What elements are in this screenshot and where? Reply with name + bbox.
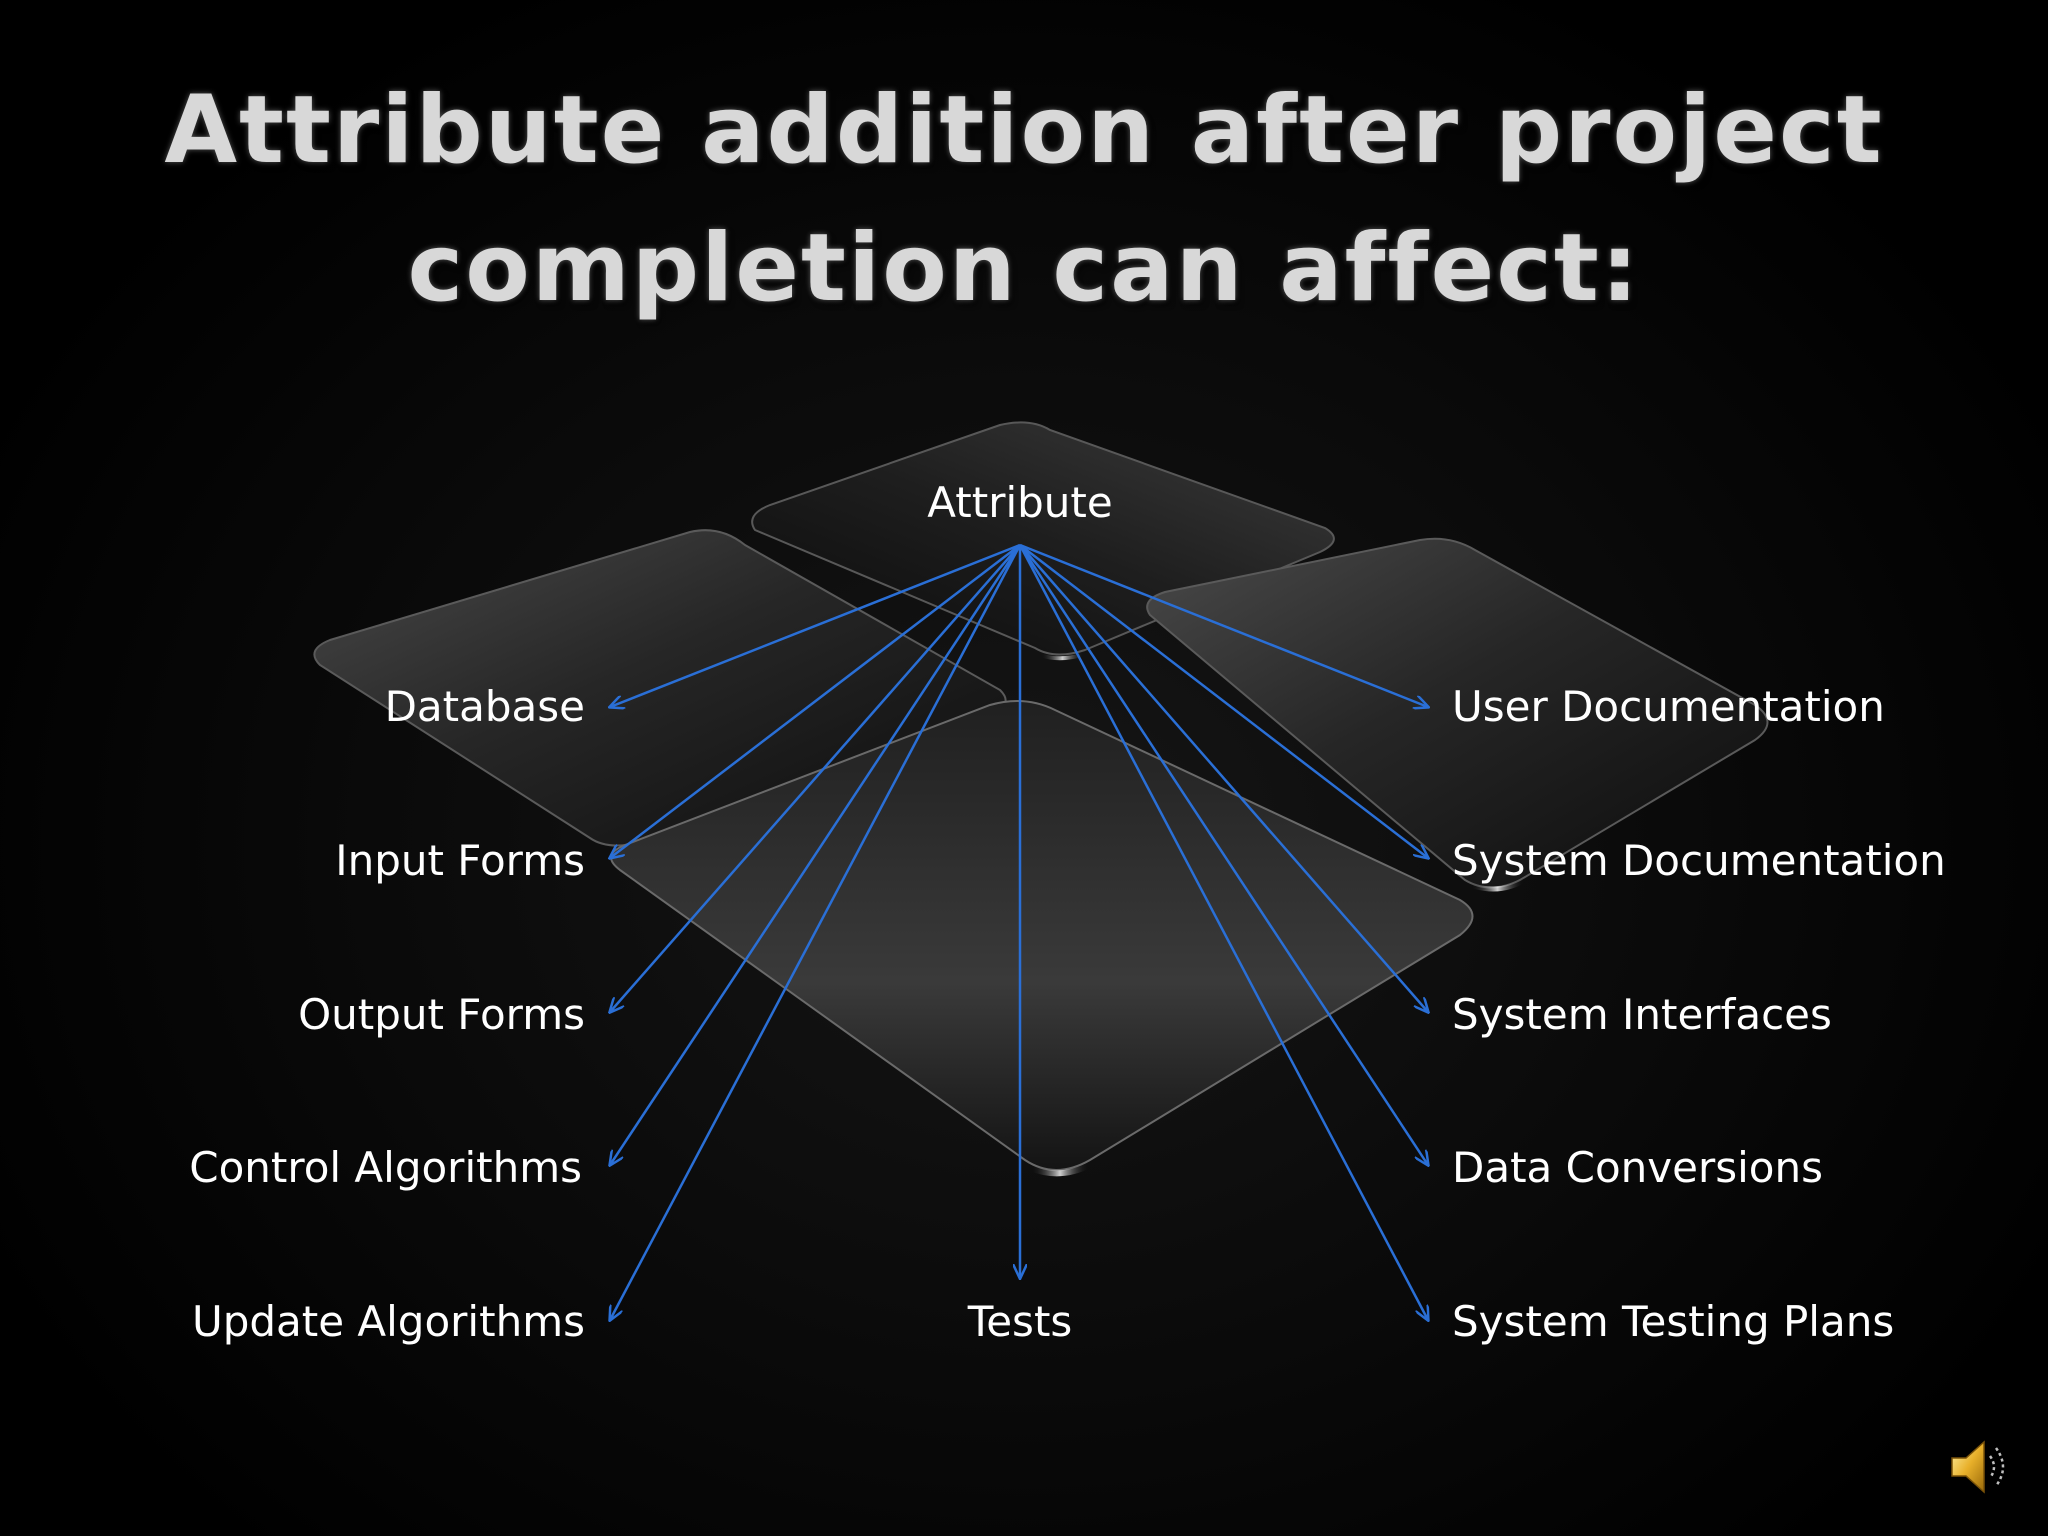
- node-attribute: Attribute: [927, 478, 1113, 527]
- node-input-forms: Input Forms: [335, 836, 585, 885]
- node-user-documentation: User Documentation: [1452, 682, 1885, 731]
- node-update-algorithms: Update Algorithms: [191, 1297, 585, 1346]
- node-tests: Tests: [967, 1297, 1073, 1346]
- edge-to-update-algorithms: [610, 544, 1022, 1320]
- slide-title: Attribute addition after project complet…: [100, 62, 1948, 338]
- edge-to-system-documentation: [1019, 544, 1428, 858]
- edge-to-control-algorithms: [610, 544, 1022, 1165]
- node-database: Database: [384, 682, 585, 731]
- edge-to-data-conversions: [1018, 544, 1428, 1165]
- node-control-algorithms: Control Algorithms: [189, 1143, 582, 1192]
- edge-to-system-interfaces: [1019, 544, 1428, 1012]
- title-line-2: completion can affect:: [407, 214, 1641, 323]
- edge-to-input-forms: [610, 544, 1021, 858]
- edge-to-system-testing-plans: [1018, 544, 1428, 1320]
- node-system-documentation: System Documentation: [1452, 836, 1946, 885]
- edge-to-output-forms: [610, 544, 1021, 1012]
- speaker-icon[interactable]: [1946, 1432, 2016, 1502]
- edge-to-user-documentation: [1019, 543, 1428, 707]
- edge-to-database: [610, 543, 1021, 707]
- title-line-1: Attribute addition after project: [164, 76, 1884, 185]
- node-system-interfaces: System Interfaces: [1452, 990, 1832, 1039]
- node-data-conversions: Data Conversions: [1452, 1143, 1823, 1192]
- node-output-forms: Output Forms: [298, 990, 585, 1039]
- node-system-testing-plans: System Testing Plans: [1452, 1297, 1895, 1346]
